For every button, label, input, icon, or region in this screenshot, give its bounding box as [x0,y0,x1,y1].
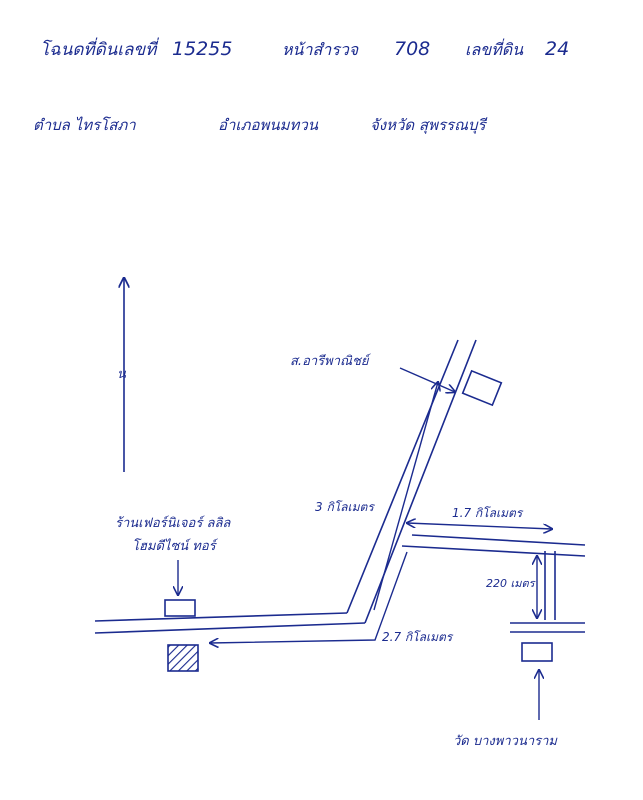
deed-label: โฉนดที่ดินเลขที่ [40,37,159,60]
distance-arrow-1-7km [407,523,552,529]
route-arrow-north [373,382,438,611]
main-road-top-edge [94,612,348,622]
temple-building [521,642,553,662]
diagonal-road-left-edge [346,339,459,614]
shop-label-line2: โฮมดีไซน์ ทอร์ [132,538,219,554]
survey-number: 708 [394,38,430,60]
subdistrict-text: ตำบล ไทรโสภา [33,116,136,134]
distance-label-2-7km: 2.7 กิโลเมตร [382,630,454,644]
distance-label-3km: 3 กิโลเมตร [315,500,375,514]
district-text: อำเภอพนมทวน [218,116,319,134]
shop-label-line1: ร้านเฟอร์นิเจอร์ ลลิล [115,515,231,531]
school-pointer-arrow [399,367,455,392]
route-arrow-west [210,551,408,643]
shop-building [164,599,196,617]
branch-road-bottom-edge [401,545,586,557]
parcel-number: 24 [545,38,569,60]
branch-road-top-edge [411,534,586,546]
north-label: น [117,367,127,382]
school-building [461,369,503,407]
parcel-label: เลขที่ดิน [465,38,524,59]
province-text: จังหวัด สุพรรณบุรี [370,116,488,134]
distance-label-1-7km: 1.7 กิโลเมตร [452,506,524,520]
survey-label: หน้าสำรวจ [282,40,359,59]
deed-number: 15255 [172,38,232,60]
school-label: ส.อารีพาณิชย์ [290,353,372,369]
distance-label-220m: 220 เมตร [486,577,537,590]
temple-label: วัด บางพาวนาราม [453,734,558,749]
main-road-bottom-edge [94,622,366,634]
subject-land-parcel [167,644,199,672]
